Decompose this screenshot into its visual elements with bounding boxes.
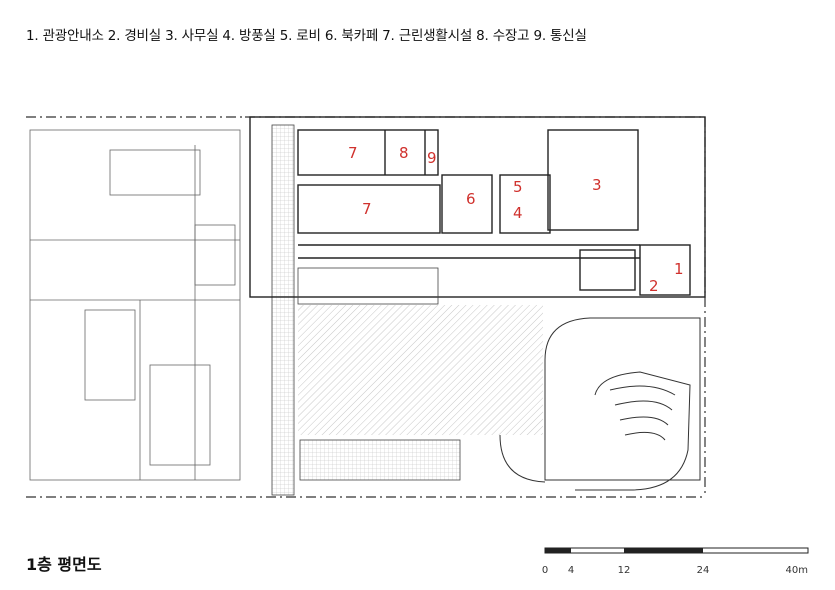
plaza-paving — [299, 439, 461, 481]
room-label: 3 — [592, 176, 602, 194]
room-label: 6 — [466, 190, 476, 208]
plan-title: 1층 평면도 — [26, 555, 102, 574]
corridor-strip — [271, 124, 295, 496]
parking-area — [297, 267, 439, 305]
room-label: 7 — [362, 200, 372, 218]
room-label: 4 — [513, 204, 523, 222]
plaza-hatch — [298, 305, 543, 435]
scale-tick: 0 — [542, 565, 548, 576]
room-labels: 7 8 9 7 6 5 4 3 1 2 — [348, 144, 684, 295]
existing-building — [29, 129, 241, 481]
room-label: 1 — [674, 260, 684, 278]
scale-tick: 4 — [568, 565, 574, 576]
room-label: 8 — [399, 144, 409, 162]
ramp-structure — [499, 317, 701, 491]
room-label: 9 — [427, 149, 437, 167]
scale-tick: 24 — [697, 565, 710, 576]
room-label: 7 — [348, 144, 358, 162]
scale-tick: 12 — [618, 565, 631, 576]
room-legend: 1. 관광안내소 2. 경비실 3. 사무실 4. 방풍실 5. 로비 6. 북… — [26, 28, 587, 44]
scale-bar: 0 4 12 24 40m — [542, 547, 809, 576]
room-label: 2 — [649, 277, 659, 295]
main-building — [249, 116, 706, 298]
room-label: 5 — [513, 178, 523, 196]
scale-tick: 40m — [786, 565, 808, 576]
